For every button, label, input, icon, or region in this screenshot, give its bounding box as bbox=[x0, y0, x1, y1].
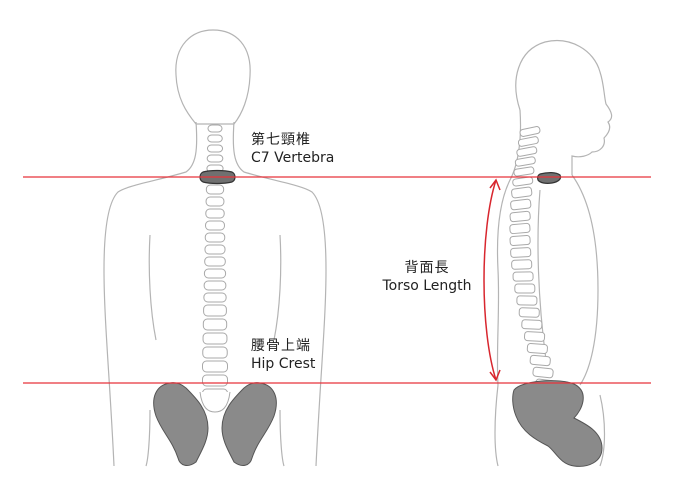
side-vertebra bbox=[533, 367, 554, 378]
hip-crest-label-en: Hip Crest bbox=[251, 355, 315, 373]
side-vertebra bbox=[510, 223, 531, 234]
side-vertebra bbox=[517, 296, 537, 305]
side-vertebra bbox=[519, 308, 539, 318]
hip-crest-label-jp: 腰骨上端 bbox=[251, 337, 315, 355]
back-view-head bbox=[176, 30, 250, 124]
side-vertebra bbox=[510, 199, 531, 210]
side-vertebra bbox=[511, 187, 532, 199]
torso-length-label-en: Torso Length bbox=[372, 277, 482, 295]
back-vertebra bbox=[203, 361, 228, 372]
c7-highlight-side bbox=[538, 173, 561, 184]
back-vertebra bbox=[204, 293, 226, 302]
side-vertebra bbox=[530, 355, 551, 366]
sacrum bbox=[200, 392, 230, 412]
back-vertebra bbox=[207, 145, 222, 152]
back-vertebra bbox=[204, 269, 225, 278]
back-vertebra bbox=[206, 197, 224, 206]
side-view-spine bbox=[510, 126, 557, 390]
side-vertebra bbox=[527, 343, 548, 353]
back-view-spine bbox=[203, 125, 228, 400]
side-vertebra bbox=[512, 260, 532, 270]
back-vertebra bbox=[203, 333, 227, 344]
c7-label-en: C7 Vertebra bbox=[251, 149, 334, 167]
side-vertebra bbox=[515, 284, 535, 293]
side-vertebra bbox=[510, 247, 530, 257]
left-ilium bbox=[154, 383, 208, 466]
side-vertebra bbox=[512, 177, 533, 187]
back-vertebra bbox=[208, 135, 223, 142]
back-vertebra bbox=[208, 125, 222, 132]
c7-label: 第七頸椎 C7 Vertebra bbox=[251, 131, 334, 167]
side-vertebra bbox=[518, 136, 539, 147]
torso-length-label-jp: 背面長 bbox=[372, 259, 482, 277]
back-vertebra bbox=[204, 305, 227, 316]
back-vertebra bbox=[204, 281, 226, 290]
side-vertebra bbox=[514, 166, 535, 176]
back-view-pelvis bbox=[154, 383, 277, 466]
right-ilium bbox=[222, 383, 276, 466]
c7-label-jp: 第七頸椎 bbox=[251, 131, 334, 149]
back-vertebra bbox=[203, 347, 227, 358]
hip-crest-label: 腰骨上端 Hip Crest bbox=[251, 337, 315, 373]
side-vertebra bbox=[510, 211, 531, 222]
torso-length-label: 背面長 Torso Length bbox=[372, 259, 482, 295]
back-vertebra bbox=[203, 319, 226, 330]
side-vertebra bbox=[513, 272, 533, 281]
back-vertebra bbox=[203, 375, 228, 386]
back-vertebra bbox=[206, 185, 223, 194]
back-vertebra bbox=[206, 221, 225, 230]
back-vertebra bbox=[207, 155, 223, 162]
back-vertebra bbox=[205, 245, 225, 254]
back-vertebra bbox=[205, 257, 226, 266]
side-vertebra bbox=[522, 320, 542, 330]
back-vertebra bbox=[205, 233, 225, 242]
side-vertebra bbox=[519, 126, 540, 137]
back-vertebra bbox=[206, 209, 224, 218]
side-vertebra bbox=[524, 331, 545, 341]
side-view-pelvis bbox=[513, 381, 602, 467]
side-vertebra bbox=[510, 235, 531, 245]
